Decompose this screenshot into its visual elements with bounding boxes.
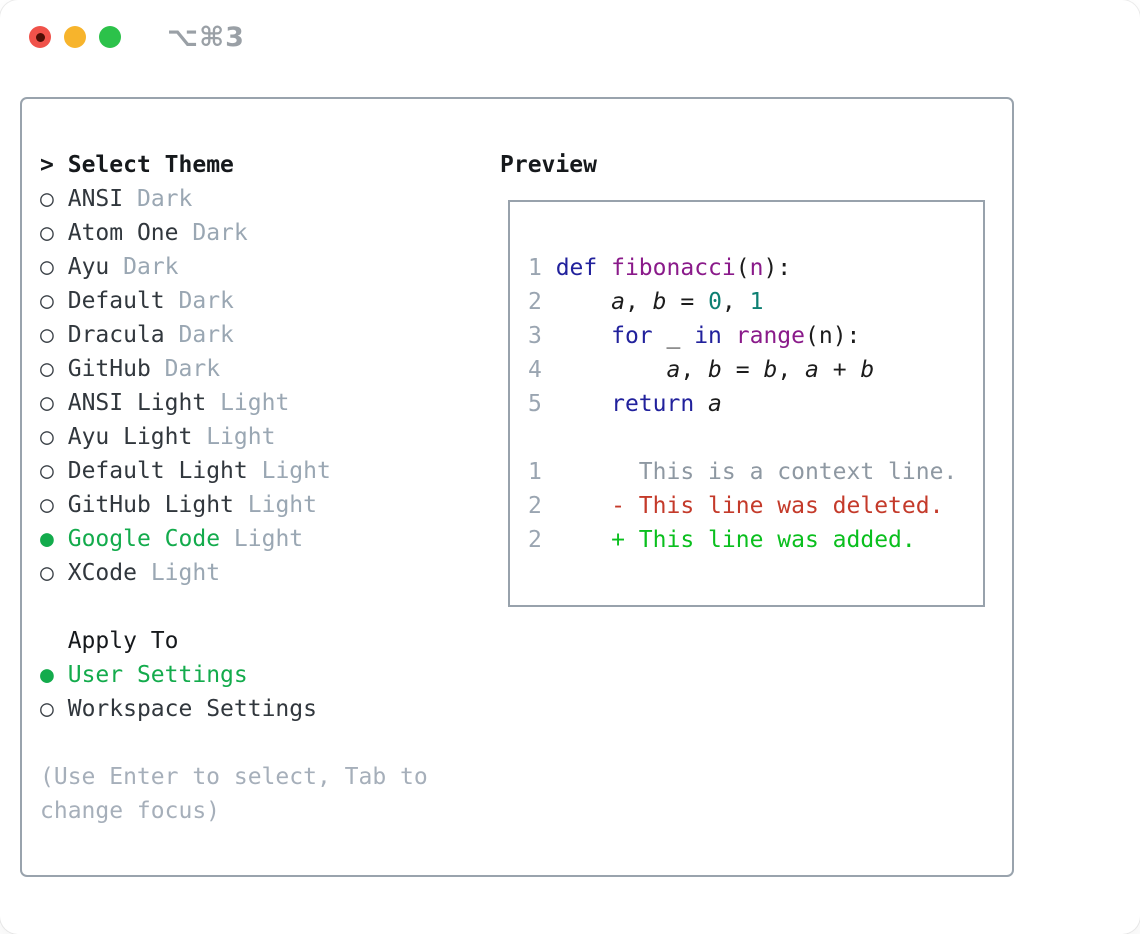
apply-to-list: ● User Settings ○ Workspace Settings	[40, 658, 428, 726]
help-text-line-2: change focus)	[40, 798, 221, 824]
close-button-icon[interactable]	[29, 26, 51, 48]
preview-code-line: 2 - This line was deleted.	[528, 493, 944, 519]
theme-list-item[interactable]: ● Google Code Light	[40, 526, 304, 552]
preview-code-line	[528, 421, 983, 455]
window-title: ⌥⌘3	[167, 22, 245, 53]
preview-column: Preview 1 def fibonacci(n): 2 a, b = 0, 1…	[500, 148, 985, 607]
theme-list-item[interactable]: ○ Default Light Light	[40, 458, 331, 484]
theme-list-item[interactable]: ○ GitHub Light Light	[40, 492, 317, 518]
spacer	[40, 590, 428, 624]
preview-header: Preview	[500, 152, 597, 178]
spacer	[40, 726, 428, 760]
theme-list-item[interactable]: ○ Default Dark	[40, 288, 234, 314]
titlebar: ⌥⌘3	[0, 0, 1140, 74]
preview-box: 1 def fibonacci(n): 2 a, b = 0, 1 3 for _ …	[508, 200, 985, 607]
selection-caret-icon: >	[40, 152, 54, 178]
theme-list-item[interactable]: ○ ANSI Dark	[40, 186, 193, 212]
theme-list: ○ ANSI Dark ○ Atom One Dark ○ Ayu Dark ○ De…	[40, 182, 428, 590]
minimize-button-icon[interactable]	[64, 26, 86, 48]
zoom-button-icon[interactable]	[99, 26, 121, 48]
preview-code: 1 def fibonacci(n): 2 a, b = 0, 1 3 for _ …	[528, 251, 983, 557]
theme-list-header-label: Select Theme	[67, 152, 234, 178]
main-panel: > Select Theme ○ ANSI Dark ○ Atom One Dar…	[20, 97, 1014, 877]
preview-code-line: 5 return a	[528, 391, 722, 417]
apply-to-header: Apply To	[67, 628, 179, 654]
record-dot-icon	[35, 32, 45, 42]
theme-list-item[interactable]: ○ Ayu Dark	[40, 254, 179, 280]
preview-code-line: 2 a, b = 0, 1	[528, 289, 764, 315]
preview-code-line: 3 for _ in range(n):	[528, 323, 861, 349]
theme-list-header: > Select Theme	[40, 148, 428, 182]
apply-to-option[interactable]: ○ Workspace Settings	[40, 696, 317, 722]
apply-to-option[interactable]: ● User Settings	[40, 662, 248, 688]
theme-list-item[interactable]: ○ XCode Light	[40, 560, 221, 586]
theme-list-item[interactable]: ○ Dracula Dark	[40, 322, 234, 348]
preview-code-line: 4 a, b = b, a + b	[528, 357, 875, 383]
preview-code-line: 1 def fibonacci(n):	[528, 255, 792, 281]
preview-code-line: 1 This is a context line.	[528, 459, 958, 485]
help-text-line-1: (Use Enter to select, Tab to	[40, 764, 428, 790]
theme-column: > Select Theme ○ ANSI Dark ○ Atom One Dar…	[40, 148, 428, 828]
theme-list-item[interactable]: ○ Atom One Dark	[40, 220, 248, 246]
preview-code-line: 2 + This line was added.	[528, 527, 916, 553]
theme-list-item[interactable]: ○ Ayu Light Light	[40, 424, 276, 450]
theme-list-item[interactable]: ○ ANSI Light Light	[40, 390, 290, 416]
theme-list-item[interactable]: ○ GitHub Dark	[40, 356, 221, 382]
